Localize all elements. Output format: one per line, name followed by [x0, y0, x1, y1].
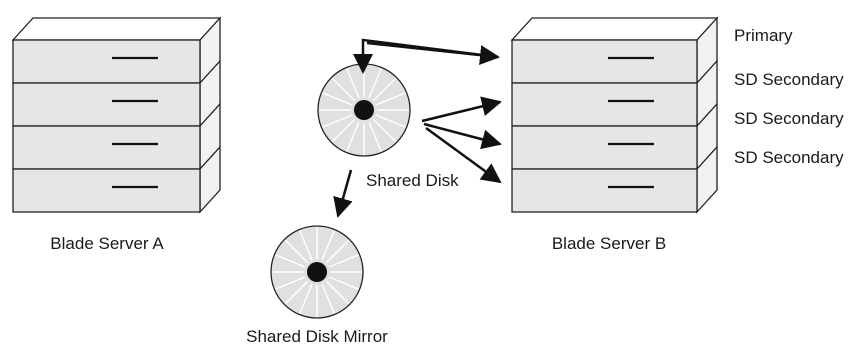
primary-label: Primary	[734, 26, 793, 45]
disk-spoke	[372, 118, 397, 143]
blade-server-a-blade-3	[12, 102, 221, 171]
shared-disk-mirror-hub	[307, 262, 327, 282]
disk-spoke	[325, 280, 350, 305]
arrow-disk-to-primary	[366, 41, 500, 66]
disk-spoke	[299, 230, 313, 261]
disk-spoke	[322, 114, 353, 128]
disk-spoke	[375, 114, 406, 128]
disk-spoke	[331, 77, 356, 102]
disk-spoke	[321, 230, 335, 261]
disk-spoke	[368, 68, 382, 99]
disk-spoke	[372, 77, 397, 102]
blade-server-b-label: Blade Server B	[552, 234, 666, 253]
sd-secondary-label-2: SD Secondary	[734, 109, 844, 128]
sd-secondary-label-1: SD Secondary	[734, 70, 844, 89]
shared-disk-label: Shared Disk	[366, 171, 459, 190]
shared-disk-mirror-spokes	[272, 227, 362, 317]
shared-disk-mirror-label: Shared Disk Mirror	[246, 327, 388, 346]
blade-server-b-blade-primary	[510, 16, 719, 85]
shared-disk-spokes	[319, 65, 409, 155]
disk-spoke	[299, 283, 313, 314]
shared-disk-mirror	[270, 225, 364, 319]
disk-spoke	[284, 239, 309, 264]
blade-server-a	[11, 16, 222, 214]
blade-server-b	[510, 16, 719, 214]
connection-arrows	[333, 38, 502, 218]
blade-server-b-blade-secondary-3	[511, 145, 718, 214]
arrow-disk-to-secondary-2	[423, 122, 502, 150]
shared-disk-hub	[354, 100, 374, 120]
arrow-disk-to-secondary-1	[421, 96, 502, 123]
disk-spoke	[368, 121, 382, 152]
disk-spoke	[275, 276, 306, 290]
disk-spoke	[322, 92, 353, 106]
disk-spoke	[275, 254, 306, 268]
blade-server-a-blade-4	[12, 145, 221, 214]
blade-server-a-blade-2	[12, 59, 221, 128]
arrow-disk-to-secondary-3	[425, 126, 502, 184]
blade-server-a-blade-1	[11, 16, 222, 85]
disk-spoke	[331, 118, 356, 143]
arrow-disk-to-mirror	[333, 169, 353, 218]
disk-spoke	[328, 276, 359, 290]
sd-secondary-label-3: SD Secondary	[734, 148, 844, 167]
disk-spoke	[346, 121, 360, 152]
blade-server-b-blade-secondary-1	[511, 59, 718, 128]
shared-disk	[317, 63, 411, 157]
disk-spoke	[321, 283, 335, 314]
disk-spoke	[284, 280, 309, 305]
blade-server-a-label: Blade Server A	[50, 234, 164, 253]
blade-server-b-blade-secondary-2	[511, 102, 718, 171]
disk-spoke	[346, 68, 360, 99]
disk-spoke	[325, 239, 350, 264]
disk-spoke	[375, 92, 406, 106]
disk-spoke	[328, 254, 359, 268]
